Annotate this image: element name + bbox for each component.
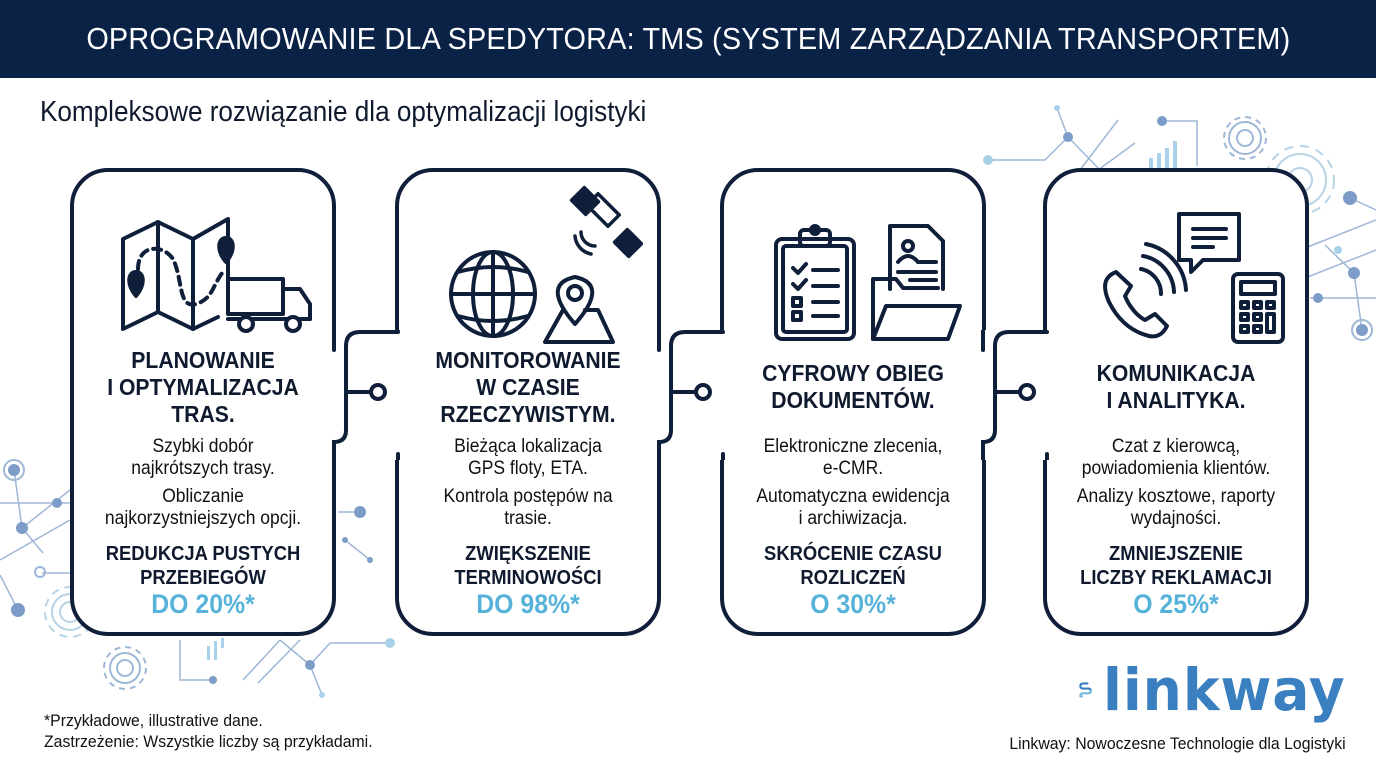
metric-label: ZMNIEJSZENIE LICZBY REKLAMACJI	[1080, 543, 1272, 589]
linkway-arrows-icon	[1079, 681, 1092, 699]
footnote-disclaimer: Zastrzeżenie: Wszystkie liczby są przykł…	[44, 732, 373, 751]
route-planning-illustration	[74, 184, 332, 354]
page-title: OPROGRAMOWANIE DLA SPEDYTORA: TMS (SYSTE…	[85, 21, 1291, 56]
logo-wordmark: linkway	[1102, 656, 1346, 724]
card-description: Szybki dobór najkrótszych trasy.	[131, 436, 275, 479]
metric-label: ZWIĘKSZENIE TERMINOWOŚCI	[454, 543, 602, 589]
card-connector	[657, 330, 727, 460]
linkway-logo: linkway	[1078, 652, 1358, 728]
chat-bubble-icon	[1177, 212, 1241, 274]
route-icon	[136, 246, 225, 307]
feature-card-realtime-monitoring: MONITOROWANIE W CZASIE RZECZYWISTYM. Bie…	[395, 168, 661, 636]
card-title: PLANOWANIE I OPTYMALIZACJA TRAS.	[107, 347, 299, 427]
metric-value: DO 20%*	[151, 589, 255, 619]
monitoring-illustration	[399, 184, 657, 354]
card-title: CYFROWY OBIEG DOKUMENTÓW.	[762, 360, 944, 413]
map-icon	[121, 217, 230, 331]
truck-icon	[226, 277, 312, 333]
satellite-icon	[569, 185, 643, 259]
header-banner: OPROGRAMOWANIE DLA SPEDYTORA: TMS (SYSTE…	[0, 0, 1376, 78]
folder-document-icon	[871, 224, 962, 341]
card-description: Elektroniczne zlecenia, e-CMR.	[763, 436, 943, 479]
communication-illustration	[1047, 184, 1305, 354]
card-title: KOMUNIKACJA I ANALITYKA.	[1096, 360, 1256, 413]
metric-value: DO 98%*	[476, 589, 580, 619]
disclaimer-note: *Przykładowe, illustrative dane. Zastrze…	[44, 710, 373, 752]
card-description: Automatyczna ewidencja i archiwizacja.	[756, 486, 950, 529]
feature-card-communication-analytics: KOMUNIKACJA I ANALITYKA. Czat z kierowcą…	[1043, 168, 1309, 636]
card-description: Kontrola postępów na trasie.	[443, 486, 613, 529]
location-pin-icon	[543, 275, 615, 344]
location-pin-icon	[127, 236, 235, 298]
calculator-icon	[1231, 272, 1285, 344]
metric-label: SKRÓCENIE CZASU ROZLICZEŃ	[764, 543, 942, 589]
feature-card-route-planning: PLANOWANIE I OPTYMALIZACJA TRAS. Szybki …	[70, 168, 336, 636]
metric-label: REDUKCJA PUSTYCH PRZEBIEGÓW	[105, 543, 301, 589]
company-tagline: Linkway: Nowoczesne Technologie dla Logi…	[1009, 734, 1346, 753]
card-description: Czat z kierowcą, powiadomienia klientów.	[1081, 436, 1271, 479]
page-subtitle: Kompleksowe rozwiązanie dla optymalizacj…	[40, 96, 647, 128]
card-description: Bieżąca lokalizacja GPS floty, ETA.	[454, 436, 602, 479]
metric-value: O 30%*	[810, 589, 896, 619]
feature-card-digital-documents: CYFROWY OBIEG DOKUMENTÓW. Elektroniczne …	[720, 168, 986, 636]
clipboard-checklist-icon	[774, 224, 856, 341]
card-title: MONITOROWANIE W CZASIE RZECZYWISTYM.	[435, 347, 621, 427]
card-description: Analizy kosztowe, raporty wydajności.	[1076, 486, 1276, 529]
phone-icon	[1103, 242, 1188, 339]
card-connector	[332, 330, 402, 460]
globe-icon	[449, 250, 537, 338]
footnote-sample-data: *Przykładowe, illustrative dane.	[44, 711, 263, 730]
metric-value: O 25%*	[1133, 589, 1219, 619]
card-connector	[981, 330, 1051, 460]
documents-illustration	[724, 184, 982, 354]
card-description: Obliczanie najkorzystniejszych opcji.	[104, 486, 302, 529]
